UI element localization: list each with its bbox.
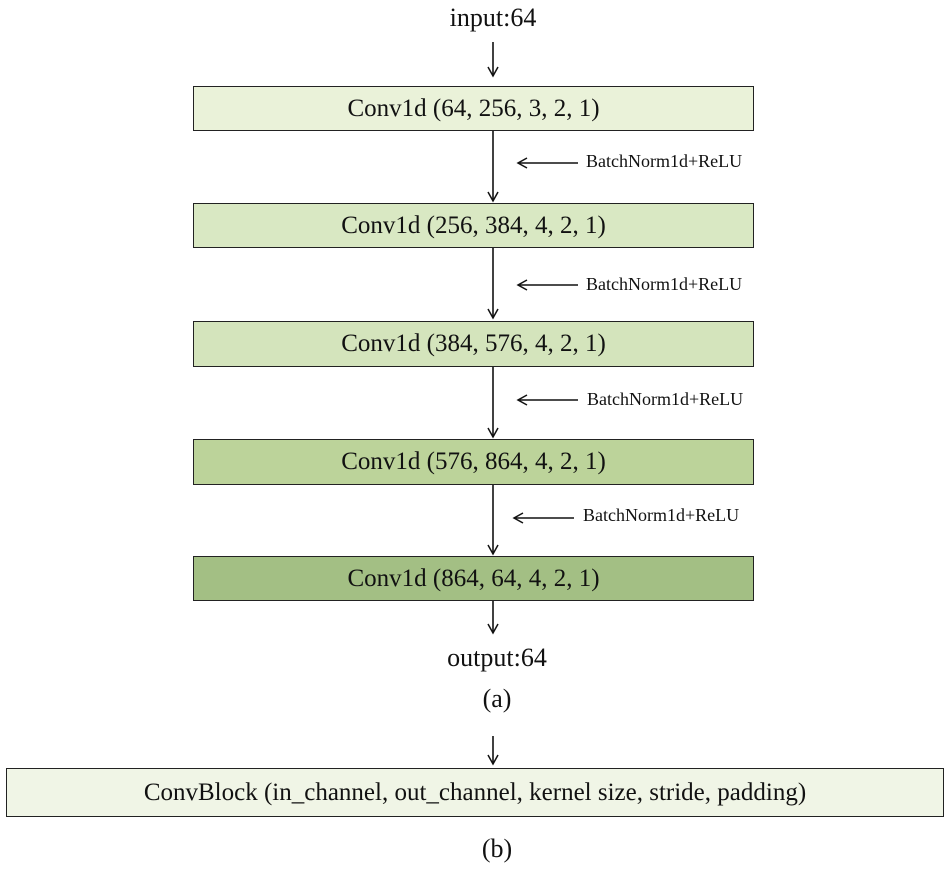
conv-layer-1: Conv1d (64, 256, 3, 2, 1) <box>193 86 754 131</box>
caption-a: (a) <box>482 684 512 713</box>
conv-layer-2: Conv1d (256, 384, 4, 2, 1) <box>193 203 754 248</box>
caption-b: (b) <box>481 834 513 863</box>
activation-label-2: BatchNorm1d+ReLU <box>586 274 743 294</box>
input-label: input:64 <box>449 3 537 32</box>
activation-label-4: BatchNorm1d+ReLU <box>583 505 740 525</box>
activation-label-1: BatchNorm1d+ReLU <box>586 151 743 171</box>
output-label: output:64 <box>447 643 547 672</box>
conv-layer-3: Conv1d (384, 576, 4, 2, 1) <box>193 321 754 367</box>
conv-layer-5: Conv1d (864, 64, 4, 2, 1) <box>193 556 754 601</box>
activation-label-3: BatchNorm1d+ReLU <box>587 389 744 409</box>
conv-layer-4: Conv1d (576, 864, 4, 2, 1) <box>193 439 754 485</box>
conv-block: ConvBlock (in_channel, out_channel, kern… <box>6 768 944 817</box>
